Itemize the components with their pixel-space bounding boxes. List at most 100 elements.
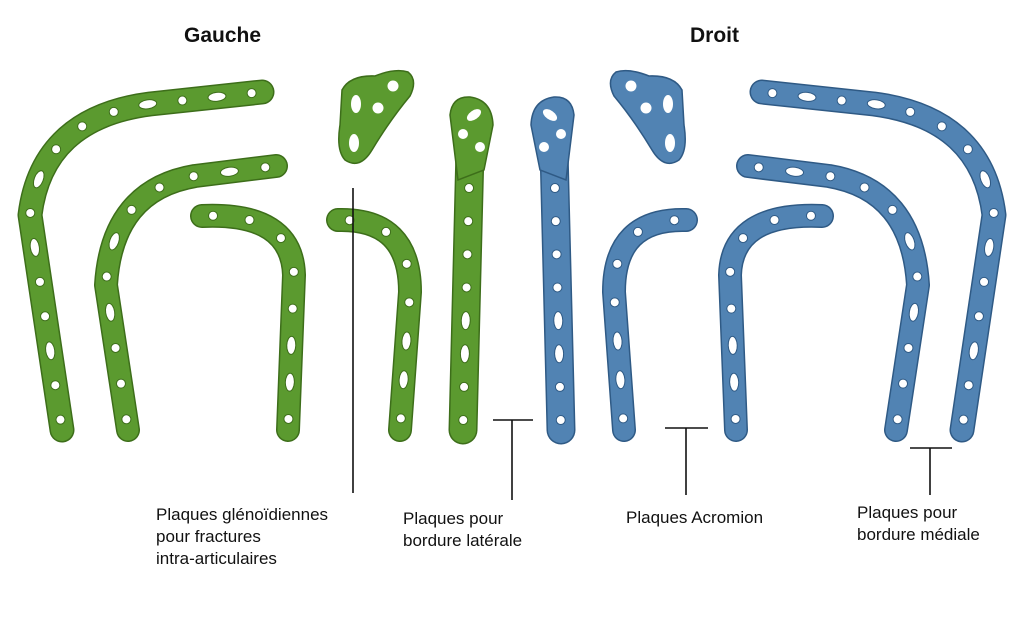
screw-slot: [553, 311, 564, 331]
label-line: Plaques pour: [857, 503, 958, 522]
screw-hole: [612, 258, 623, 269]
screw-hole: [609, 297, 620, 308]
label-line: Plaques pour: [403, 509, 504, 528]
screw-slot: [727, 335, 738, 355]
right-lateral-plate-head: [530, 96, 575, 182]
screw-hole: [154, 182, 165, 193]
right-glenoid-plate-upper: [609, 69, 686, 165]
right-plates-group: [530, 69, 1007, 445]
left-plates-group: [17, 69, 494, 445]
right-medial-border-plate: [749, 79, 1007, 443]
screw-hole: [936, 121, 947, 132]
screw-hole: [979, 276, 990, 287]
left-glenoid-plate-upper: [338, 69, 415, 165]
screw-slot: [785, 166, 805, 177]
right-glenoid-plate-lower: [602, 207, 698, 442]
screw-hole: [55, 414, 66, 425]
screw-slot: [32, 170, 45, 189]
screw-hole: [962, 144, 973, 155]
screw-hole: [726, 303, 737, 314]
screw-hole: [121, 414, 132, 425]
screw-hole: [126, 204, 137, 215]
screw-slot: [45, 341, 56, 361]
screw-hole: [892, 414, 903, 425]
screw-slot: [797, 91, 817, 102]
screw-hole: [115, 378, 126, 389]
screw-hole: [669, 215, 680, 226]
screw-slot: [398, 370, 409, 390]
screw-hole: [50, 380, 61, 391]
screw-hole: [912, 271, 923, 282]
screw-hole: [767, 88, 778, 99]
screw-slot: [284, 372, 295, 392]
screw-hole: [730, 413, 741, 424]
screw-hole: [108, 106, 119, 117]
screw-slot: [401, 331, 412, 351]
screw-hole: [887, 204, 898, 215]
screw-hole: [632, 226, 643, 237]
left-lateral-plate-head: [449, 96, 494, 182]
label-line: bordure latérale: [403, 531, 523, 550]
screw-hole: [552, 282, 563, 293]
screw-slot: [554, 344, 565, 364]
screw-hole: [260, 162, 271, 173]
screw-hole: [805, 210, 816, 221]
label-medial-border-plates: Plaques pour bordure médiale: [857, 502, 980, 546]
screw-hole: [288, 266, 299, 277]
screw-slot: [138, 99, 158, 110]
screw-hole: [188, 171, 199, 182]
left-glenoid-plate-lower: [326, 207, 422, 442]
screw-hole: [738, 233, 749, 244]
screw-hole: [988, 207, 999, 218]
heading-right: Droit: [690, 24, 739, 47]
screw-slot: [108, 232, 120, 251]
screw-hole: [208, 210, 219, 221]
screw-slot: [207, 91, 227, 102]
screw-hole: [464, 183, 475, 194]
right-acromion-plate: [718, 203, 834, 442]
screw-hole: [458, 415, 469, 426]
screw-hole: [101, 271, 112, 282]
left-medial-border-plate: [17, 79, 275, 443]
screw-hole: [898, 378, 909, 389]
screw-hole: [244, 215, 255, 226]
screw-hole: [859, 182, 870, 193]
label-line: pour fractures: [156, 527, 261, 546]
screw-slot: [968, 341, 979, 361]
screw-hole: [905, 106, 916, 117]
screw-slot: [615, 370, 626, 390]
screw-slot: [219, 166, 239, 177]
heading-left: Gauche: [184, 24, 262, 47]
lateral-leader: [493, 419, 533, 500]
screw-hole: [903, 342, 914, 353]
screw-hole: [769, 215, 780, 226]
screw-hole: [463, 216, 474, 227]
screw-hole: [836, 95, 847, 106]
screw-hole: [958, 414, 969, 425]
screw-hole: [554, 381, 565, 392]
label-line: intra-articulaires: [156, 549, 277, 568]
screw-hole: [381, 226, 392, 237]
label-acromion-plates: Plaques Acromion: [626, 507, 763, 529]
screw-hole: [110, 342, 121, 353]
screw-slot: [104, 302, 116, 322]
screw-hole: [551, 249, 562, 260]
screw-hole: [461, 282, 472, 293]
left-acromion-plate: [190, 203, 306, 442]
screw-hole: [246, 88, 257, 99]
screw-hole: [618, 413, 629, 424]
screw-hole: [753, 162, 764, 173]
screw-hole: [459, 381, 470, 392]
screw-hole: [287, 303, 298, 314]
screw-slot: [904, 232, 916, 251]
screw-hole: [25, 207, 36, 218]
medial-leader: [910, 447, 952, 495]
screw-hole: [77, 121, 88, 132]
screw-hole: [344, 215, 355, 226]
screw-hole: [395, 413, 406, 424]
screw-hole: [550, 216, 561, 227]
screw-slot: [729, 372, 740, 392]
screw-slot: [460, 311, 471, 331]
label-line: bordure médiale: [857, 525, 980, 544]
